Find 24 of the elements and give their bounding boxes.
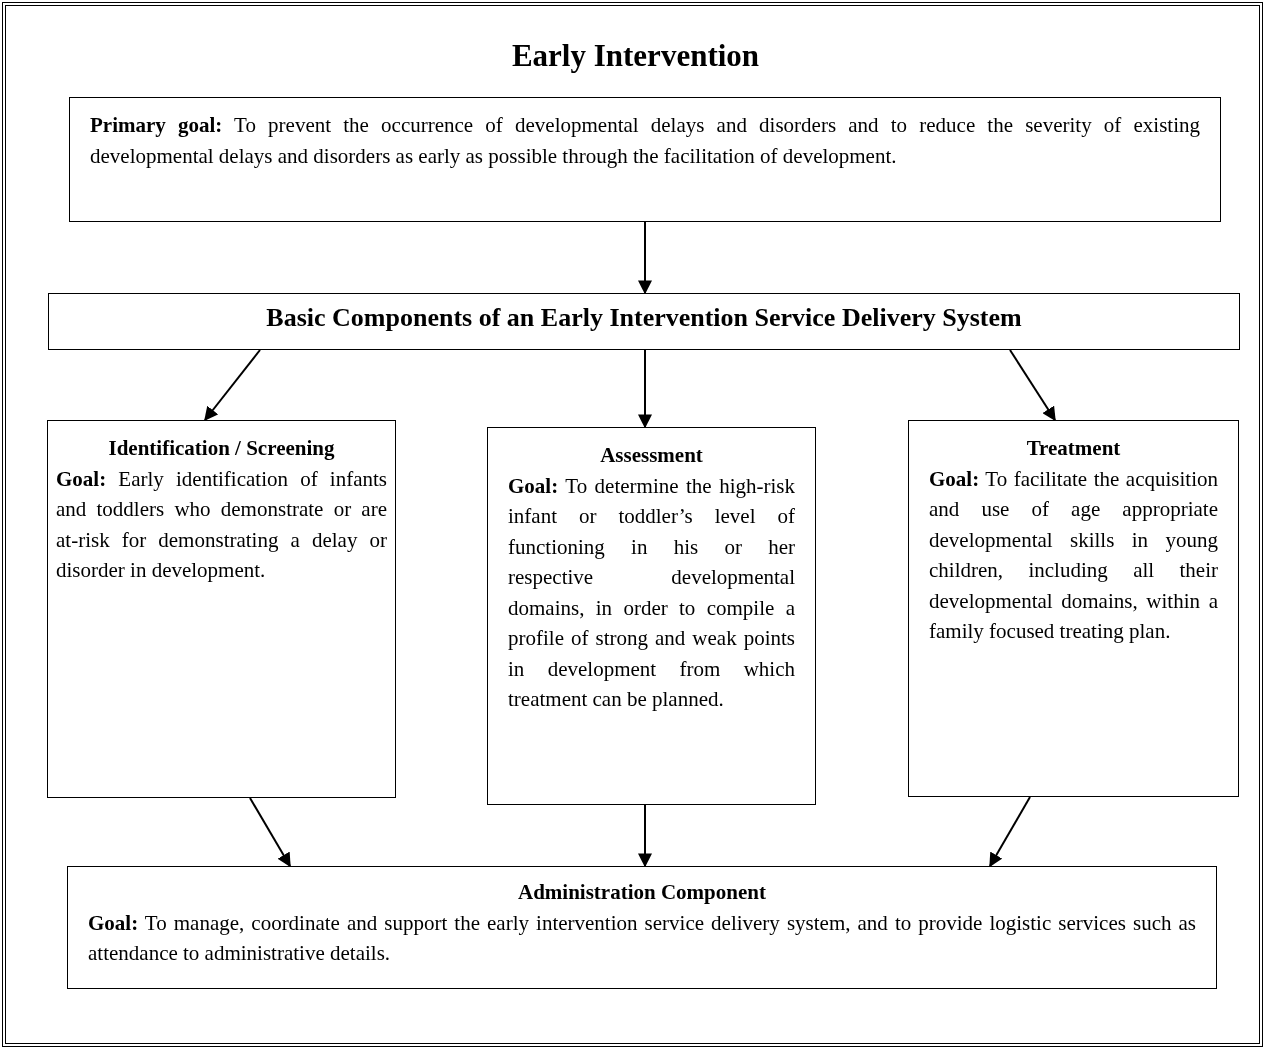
diagram-title: Early Intervention [510,38,761,74]
box-heading: Assessment [599,442,704,469]
box-heading: Identification / Screening [107,435,336,462]
text-box [48,293,1240,350]
arrow [989,796,1031,868]
arrow [638,349,652,429]
box-heading: Administration Component [517,879,767,906]
text-box [487,427,816,805]
box-heading: Basic Components of an Early Intervention Service Delivery System [265,303,1023,334]
arrow [204,349,261,422]
text-box [67,866,1217,989]
goal-text: Primary goal: To prevent the occurrence of developmental delays and disorders and to reduce the severity of existing developmental delays and disorders as early as possible through the facilitation of development. [90,112,1200,170]
text-box [69,97,1221,222]
goal-text: Goal: To determine the high-risk infant or toddler’s level of functioning in his or her respective developmental domains, in order to compile a profile of strong and weak points in development from which treatment can be planned. [508,472,795,713]
box-heading: Treatment [1025,435,1122,462]
goal-text: Goal: To facilitate the acquisition and use of age appropriate developmental skills in young children, including all their developmental domains, within a family focused treating plan. [929,465,1218,645]
arrow [249,797,291,868]
arrow [638,804,652,868]
goal-text: Goal: Early identification of infants and toddlers who demonstrate or are at-risk for demonstrating a delay or disorder in development. [56,465,387,584]
arrow [1009,349,1056,422]
goal-text: Goal: To manage, coordinate and support the early intervention service delivery system, and to provide logistic services such as attendance to administrative details. [88,909,1196,967]
text-box [908,420,1239,797]
arrow [638,221,652,295]
text-box [47,420,396,798]
